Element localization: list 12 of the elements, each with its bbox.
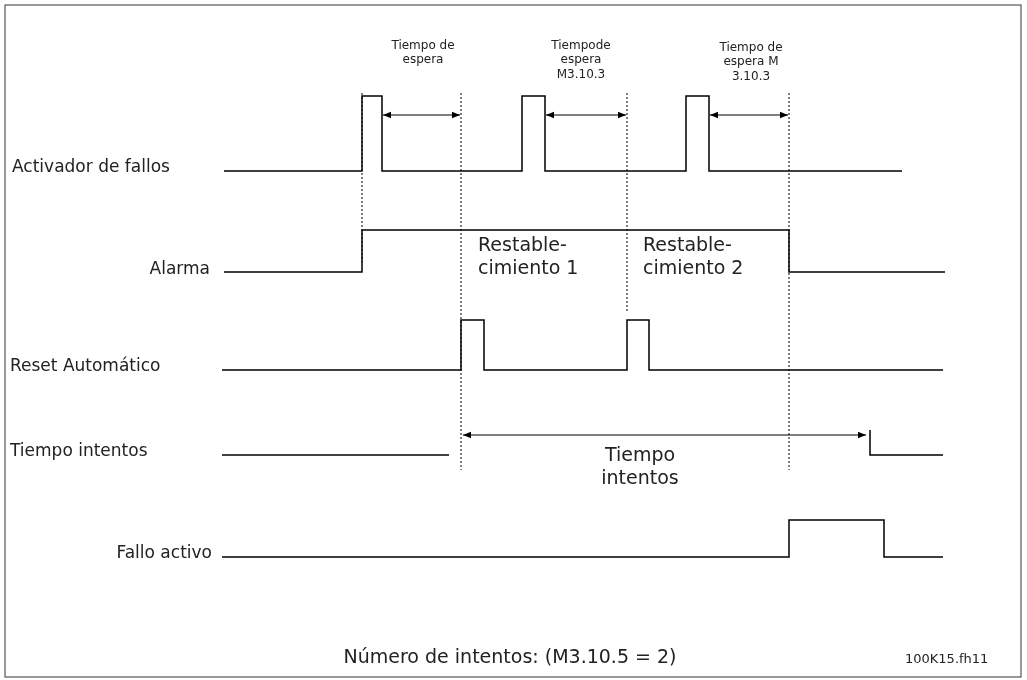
signal-name: Alarma: [148, 258, 210, 279]
signal-name: Tiempo intentos: [10, 440, 149, 461]
caption: Número de intentos: (M3.10.5 = 2): [342, 645, 678, 668]
timing-label: Tiempo de espera: [390, 38, 456, 67]
figure-code: 100K15.fh11: [905, 651, 990, 667]
phase-label: Restable- cimiento 1: [478, 233, 580, 279]
timing-label: Tiempode espera M3.10.3: [550, 38, 612, 82]
timing-label: Tiempo de espera M 3.10.3: [718, 40, 784, 84]
signal-name: Fallo activo: [115, 542, 212, 563]
signal-name: Activador de fallos: [12, 156, 171, 177]
phase-label: Restable- cimiento 2: [643, 233, 745, 279]
signal-name: Reset Automático: [10, 355, 162, 376]
